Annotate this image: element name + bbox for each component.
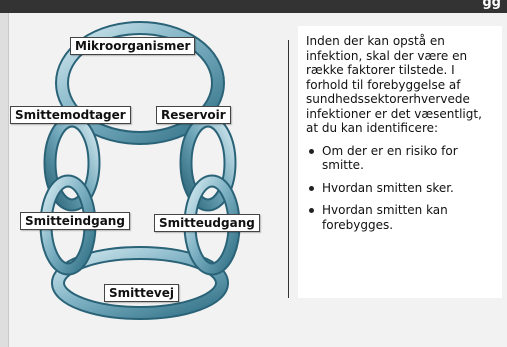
header-title: gg xyxy=(482,0,501,10)
list-item: Hvordan smitten sker. xyxy=(306,181,496,196)
info-text-panel: Inden der kan opstå en infektion, skal d… xyxy=(298,26,502,298)
label-smittemodtager: Smittemodtager xyxy=(10,106,131,124)
list-item-text: Om der er en risiko for smitte. xyxy=(322,143,458,173)
list-item-text: Hvordan smitten kan forebygges. xyxy=(322,203,448,232)
label-reservoir: Reservoir xyxy=(156,106,231,124)
bottom-ring xyxy=(51,246,229,320)
left-chain-links xyxy=(39,114,101,276)
label-smitteindgang: Smitteindgang xyxy=(20,212,130,230)
list-item: Hvordan smitten kan forebygges. xyxy=(306,203,496,232)
label-smitteudgang: Smitteudgang xyxy=(154,214,260,232)
label-smittevej: Smittevej xyxy=(104,284,179,302)
factor-list: Om der er en risiko for smitte. Hvordan … xyxy=(306,144,496,233)
bullet-icon xyxy=(309,148,314,154)
right-chain-links xyxy=(179,114,241,276)
top-ring xyxy=(55,21,225,145)
intro-paragraph: Inden der kan opstå en infektion, skal d… xyxy=(306,34,482,135)
list-item: Om der er en risiko for smitte. xyxy=(306,144,496,173)
list-item-text: Hvordan smitten sker. xyxy=(322,180,454,195)
bullet-icon xyxy=(309,208,314,213)
bullet-icon xyxy=(309,185,314,191)
header-bar: gg xyxy=(0,0,507,13)
infection-chain-diagram: Mikroorganismer Smittemodtager Reservoir… xyxy=(10,13,280,333)
label-mikroorganismer: Mikroorganismer xyxy=(70,37,196,55)
divider-line xyxy=(288,40,289,298)
left-border xyxy=(0,13,9,347)
